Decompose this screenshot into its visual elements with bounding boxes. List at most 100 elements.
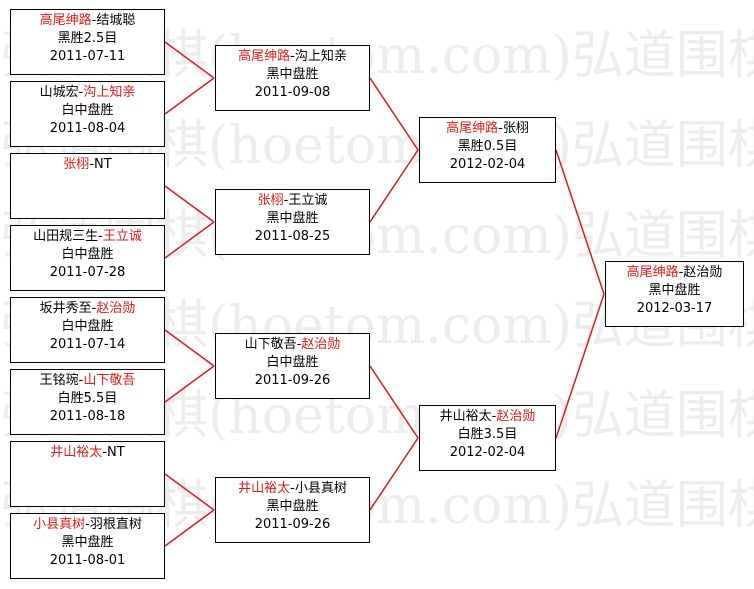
player1-name: 王铭琬 (39, 373, 79, 388)
player2-name: 沟上知亲 (83, 85, 136, 100)
connector-line (164, 329, 215, 367)
matchup: 王铭琬-山下敬吾 (39, 373, 136, 388)
player1-name: 高尾绅路 (446, 121, 499, 136)
match-date: 2012-03-17 (636, 301, 713, 316)
player2-name: 赵治勋 (96, 301, 136, 316)
match-date (11, 192, 164, 210)
player1-name: 山田规三生 (33, 229, 99, 244)
matchup: 山城宏-沟上知亲 (39, 85, 136, 100)
player2-name: 赵治勋 (496, 409, 536, 424)
player2-name: 赵治勋 (683, 265, 723, 280)
matchup: 坂井秀至-赵治勋 (39, 301, 136, 316)
match-result (11, 174, 164, 192)
match-date: 2011-08-04 (49, 121, 126, 136)
match-result (11, 462, 164, 480)
player1-name: 井山裕太 (238, 481, 291, 496)
player1-name: 坂井秀至 (39, 301, 92, 316)
matchup: 张栩-NT (63, 157, 112, 172)
match-date: 2011-09-26 (254, 373, 331, 388)
matchup: 高尾绅路-赵治勋 (626, 265, 723, 280)
player2-name: 小县真树 (294, 481, 347, 496)
match-box-round1: 井山裕太-NT (10, 441, 165, 507)
match-box-round2: 山下敬吾-赵治勋 白中盘胜 2011-09-26 (215, 333, 370, 399)
player1-name: 井山裕太 (439, 409, 492, 424)
connector-line (164, 473, 215, 511)
match-box-round2: 高尾绅路-沟上知亲 黑中盘胜 2011-09-08 (215, 45, 370, 111)
matchup: 高尾绅路-结城聪 (39, 13, 136, 28)
connector-line (164, 41, 215, 79)
match-box-round2: 张栩-王立诚 黑中盘胜 2011-08-25 (215, 189, 370, 255)
match-result: 黑中盘胜 (266, 499, 319, 514)
match-result: 白中盘胜 (61, 247, 114, 262)
player2-name: 张栩 (502, 121, 529, 136)
match-result: 白胜5.5目 (57, 391, 118, 406)
match-box-final: 高尾绅路-赵治勋 黑中盘胜 2012-03-17 (605, 261, 744, 327)
match-date: 2011-08-18 (49, 409, 126, 424)
match-result: 黑中盘胜 (648, 283, 701, 298)
connector-line (164, 365, 215, 403)
match-result: 白中盘胜 (266, 355, 319, 370)
match-result: 黑胜0.5目 (457, 139, 518, 154)
player1-name: 张栩 (257, 193, 284, 208)
match-result: 黑胜2.5目 (57, 31, 118, 46)
matchup: 井山裕太-赵治勋 (439, 409, 536, 424)
matchup: 高尾绅路-张栩 (446, 121, 529, 136)
match-date: 2011-08-01 (49, 553, 126, 568)
match-date: 2012-02-04 (449, 445, 526, 460)
match-date: 2011-08-25 (254, 229, 331, 244)
match-date: 2011-09-08 (254, 85, 331, 100)
connector-line (369, 437, 419, 511)
connector-line (555, 293, 605, 439)
matchup: 高尾绅路-沟上知亲 (238, 49, 347, 64)
player1-name: 山城宏 (39, 85, 79, 100)
match-result: 黑中盘胜 (266, 67, 319, 82)
match-date: 2011-09-26 (254, 517, 331, 532)
connector-line (369, 77, 419, 151)
match-box-round1: 高尾绅路-结城聪 黑胜2.5目 2011-07-11 (10, 9, 165, 75)
player2-name: 王立诚 (288, 193, 328, 208)
match-result: 白中盘胜 (61, 103, 114, 118)
connector-line (164, 509, 215, 547)
player2-name: NT (107, 445, 125, 460)
matchup: 山田规三生-王立诚 (33, 229, 142, 244)
match-date: 2011-07-14 (49, 337, 126, 352)
player2-name: 结城聪 (96, 13, 136, 28)
player1-name: 井山裕太 (50, 445, 103, 460)
match-date: 2011-07-28 (49, 265, 126, 280)
player1-name: 山下敬吾 (244, 337, 297, 352)
match-result: 白中盘胜 (61, 319, 114, 334)
player2-name: 沟上知亲 (294, 49, 347, 64)
match-result: 黑中盘胜 (266, 211, 319, 226)
matchup: 井山裕太-小县真树 (238, 481, 347, 496)
match-box-round1: 王铭琬-山下敬吾 白胜5.5目 2011-08-18 (10, 369, 165, 435)
match-result: 黑中盘胜 (61, 535, 114, 550)
match-date: 2011-07-11 (49, 49, 126, 64)
matchup: 山下敬吾-赵治勋 (244, 337, 341, 352)
match-box-round1: 小县真树-羽根直树 黑中盘胜 2011-08-01 (10, 513, 165, 579)
match-box-round1: 山城宏-沟上知亲 白中盘胜 2011-08-04 (10, 81, 165, 147)
match-box-round2: 井山裕太-小县真树 黑中盘胜 2011-09-26 (215, 477, 370, 543)
match-box-round1: 坂井秀至-赵治勋 白中盘胜 2011-07-14 (10, 297, 165, 363)
match-date (11, 480, 164, 498)
match-date: 2012-02-04 (449, 157, 526, 172)
player2-name: 王立诚 (102, 229, 142, 244)
connector-line (164, 77, 215, 115)
match-box-semifinal: 高尾绅路-张栩 黑胜0.5目 2012-02-04 (419, 117, 556, 183)
matchup: 张栩-王立诚 (257, 193, 328, 208)
match-box-semifinal: 井山裕太-赵治勋 白胜3.5目 2012-02-04 (419, 405, 556, 471)
player1-name: 高尾绅路 (238, 49, 291, 64)
connector-line (555, 149, 605, 295)
match-box-round1: 张栩-NT (10, 153, 165, 219)
connector-line (369, 149, 419, 223)
player2-name: 赵治勋 (301, 337, 341, 352)
match-result: 白胜3.5目 (457, 427, 518, 442)
match-box-round1: 山田规三生-王立诚 白中盘胜 2011-07-28 (10, 225, 165, 291)
player1-name: 小县真树 (33, 517, 86, 532)
player1-name: 高尾绅路 (626, 265, 679, 280)
connector-line (164, 221, 215, 259)
matchup: 小县真树-羽根直树 (33, 517, 142, 532)
player1-name: 高尾绅路 (39, 13, 92, 28)
player2-name: NT (94, 157, 112, 172)
